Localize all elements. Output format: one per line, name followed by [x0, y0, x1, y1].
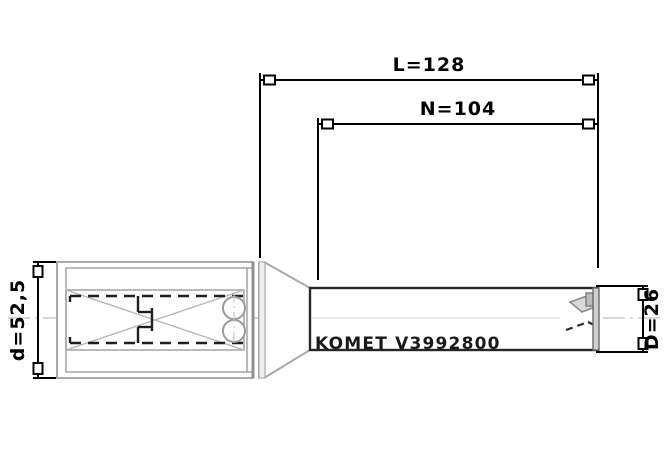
- dimension-usable-length: N=104: [317, 98, 598, 280]
- shank-diameter-label: d=52,5: [7, 279, 29, 361]
- taper-transition-group: [258, 261, 311, 379]
- taper-collar: [258, 261, 266, 379]
- taper-cone-outline: [263, 261, 311, 379]
- insert-lower-chamfer: [565, 320, 589, 332]
- l-dim-left-terminator: [263, 74, 276, 86]
- hidden-lines-group: [68, 294, 248, 345]
- retention-ball-group: [222, 292, 246, 348]
- flange-bore-rect: [65, 289, 245, 351]
- dimension-overall-length: L=128: [259, 54, 599, 268]
- n-dim-right-terminator: [582, 118, 595, 130]
- overall-length-label: L=128: [393, 54, 466, 76]
- n-dim-left-terminator: [321, 118, 334, 130]
- bore-taper-line-b: [65, 289, 245, 351]
- tip-end-face: [592, 287, 600, 351]
- d-dim-bottom-terminator: [32, 362, 44, 375]
- d-dim-top-terminator: [32, 265, 44, 278]
- l-dim-right-terminator: [582, 74, 595, 86]
- drill-tip-insert-group: [565, 287, 600, 351]
- part-marking-text: KOMET V3992800: [315, 334, 501, 354]
- drill-diameter-label: D=26: [641, 288, 663, 350]
- bigd-dim-top-terminator: [637, 288, 649, 301]
- usable-length-label: N=104: [420, 98, 496, 120]
- flange-body-group: [56, 261, 255, 379]
- bigd-dim-bottom-terminator: [637, 337, 649, 350]
- dimension-drill-diameter: D=26: [596, 285, 663, 353]
